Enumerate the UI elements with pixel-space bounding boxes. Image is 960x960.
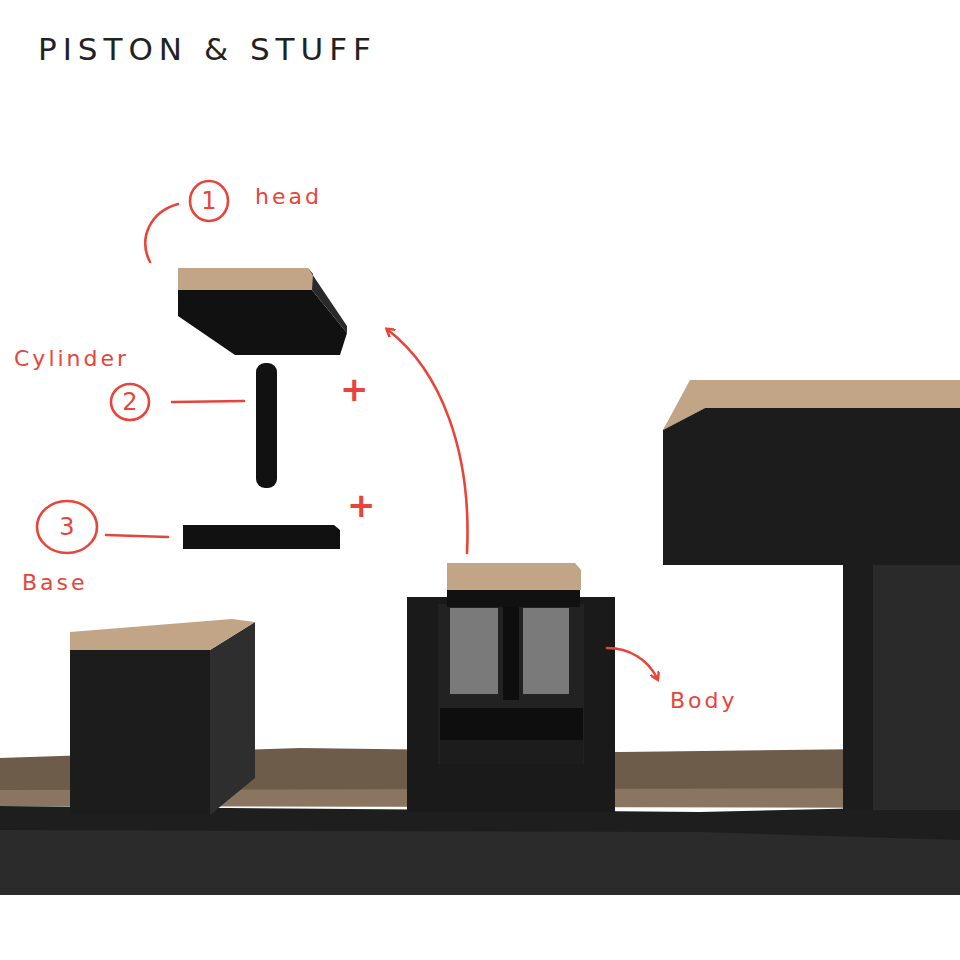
piston-head	[178, 268, 347, 355]
part-label: Body	[670, 690, 738, 712]
piston-body	[407, 563, 615, 812]
cube-block	[70, 619, 255, 815]
press-frame	[663, 380, 960, 810]
part-label: head	[255, 186, 322, 208]
part-label: Base	[22, 572, 88, 594]
callout-number: 1	[194, 189, 224, 213]
annotations	[37, 181, 657, 678]
piston-base	[183, 525, 340, 549]
piston-cylinder	[256, 363, 277, 488]
plus-sign: +	[347, 488, 376, 522]
callout-number: 3	[52, 515, 82, 539]
callout-number: 2	[115, 390, 145, 414]
diagram-title: PISTON & STUFF	[38, 34, 377, 65]
plus-sign: +	[340, 372, 369, 406]
part-label: Cylinder	[14, 348, 129, 370]
